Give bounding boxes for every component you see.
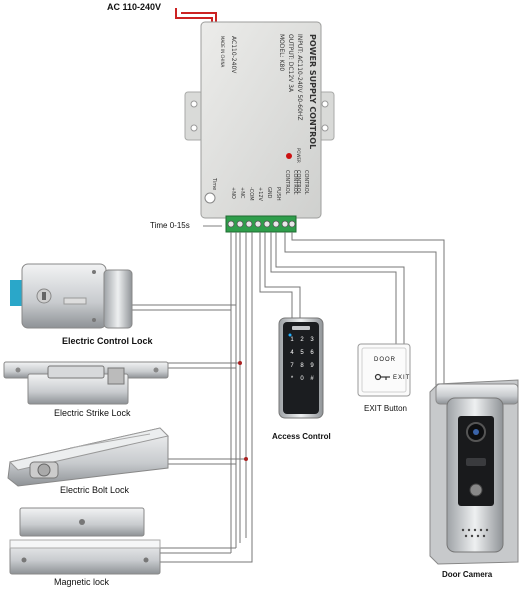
terminal-label: +12V — [257, 187, 263, 201]
magnetic-lock-label: Magnetic lock — [54, 577, 110, 587]
psu-model: MODEL: K80 — [278, 34, 285, 72]
keypad-key: 5 — [300, 350, 304, 356]
keypad-key: 4 — [290, 350, 294, 356]
access-control-label: Access Control — [272, 432, 331, 441]
terminal-block — [225, 215, 297, 233]
magnetic-lock — [9, 507, 161, 575]
psu-time-label: Time — [211, 178, 217, 191]
terminal-label: CONTROL — [284, 170, 290, 195]
terminal-label: GND — [266, 187, 272, 199]
psu-ac-label: AC110-240V — [230, 36, 237, 74]
exit-plate-exit-text: EXIT — [393, 375, 411, 381]
psu-made-in: MADE IN CHINA — [220, 36, 225, 68]
wire-junctions — [238, 361, 248, 461]
electric-bolt-lock — [7, 427, 169, 487]
wires — [131, 232, 445, 563]
exit-plate-door-text: DOOR — [374, 357, 396, 363]
terminal-label: PUSH — [275, 187, 281, 201]
keypad-key: # — [310, 376, 314, 382]
terminal-label: -COM — [248, 187, 254, 201]
keypad-key: * — [290, 376, 294, 382]
electric-strike-lock-label: Electric Strike Lock — [54, 408, 131, 418]
keypad-key: 7 — [290, 363, 294, 369]
electric-bolt-lock-label: Electric Bolt Lock — [60, 485, 130, 495]
electric-control-lock — [10, 263, 133, 329]
keypad-key: 8 — [300, 363, 304, 369]
psu-title: POWER SUPPLY CONTROL — [308, 34, 317, 150]
keypad-key: 0 — [300, 376, 304, 382]
terminal-label: CONTROL — [292, 170, 298, 195]
keypad-grid: 1 2 3 4 5 6 7 8 9 * 0 # — [288, 336, 316, 400]
terminal-label: +NC — [239, 187, 245, 199]
psu-output-spec: OUTPUT: DC12V 3A — [287, 34, 294, 93]
time-label: Time 0-15s — [150, 221, 190, 230]
psu-control-label-1: CONTROL — [303, 170, 309, 195]
keypad-key: 2 — [300, 337, 304, 343]
keypad-key: 1 — [290, 337, 294, 343]
psu-input-spec: INPUT: AC110-240V 50-60HZ — [296, 34, 303, 121]
keypad-key: 9 — [310, 363, 314, 369]
ac-input-label: AC 110-240V — [107, 2, 162, 12]
electric-control-lock-label: Electric Control Lock — [62, 336, 153, 346]
door-camera-label: Door Camera — [442, 570, 493, 579]
keypad-key: 6 — [310, 350, 314, 356]
electric-strike-lock — [3, 361, 169, 405]
door-camera — [429, 379, 519, 565]
exit-button-label: EXIT Button — [364, 404, 407, 413]
exit-button-plate — [357, 343, 411, 397]
keypad-key: 3 — [310, 337, 314, 343]
access-control-keypad — [278, 317, 324, 419]
terminal-label: +NO — [230, 187, 236, 199]
psu-power-label: POWER — [296, 148, 301, 163]
